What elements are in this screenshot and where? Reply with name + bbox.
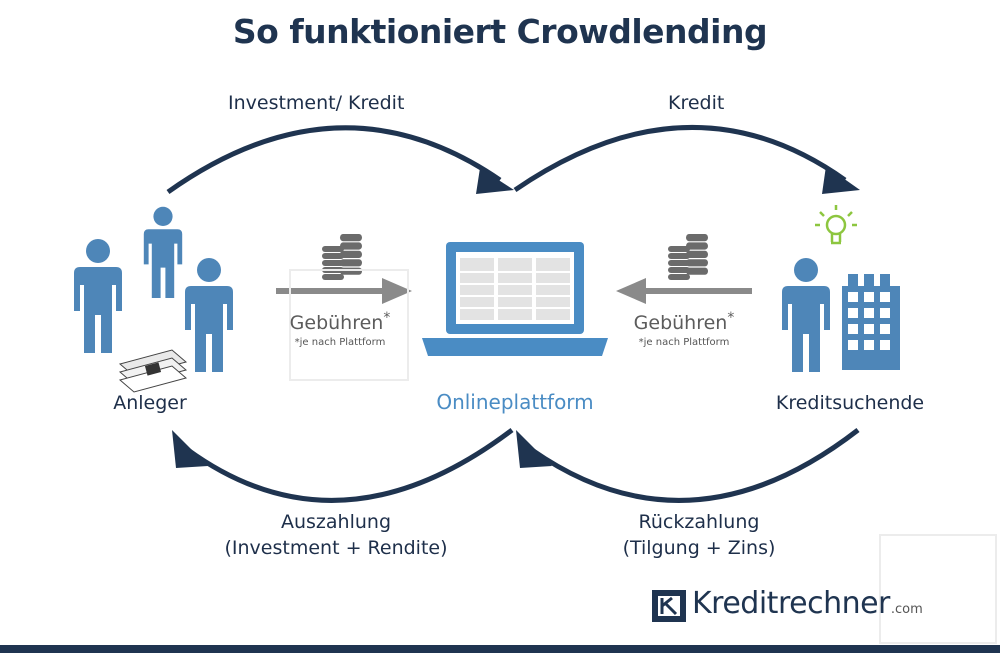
coin-stack-icon (668, 234, 708, 280)
watermark (289, 269, 997, 644)
money-stack-icon (118, 349, 188, 393)
fee-arrow-left (276, 278, 412, 304)
kreditrechner-logo-icon (652, 590, 686, 622)
label-repayment-detail: (Tilgung + Zins) (622, 537, 776, 559)
fee-label-left-text: Gebühren (289, 312, 384, 334)
lightbulb-icon (815, 205, 857, 245)
arrow-credit (513, 125, 860, 194)
fee-note-right: *je nach Plattform (638, 337, 730, 348)
node-borrowers: Kreditsuchende (775, 392, 925, 414)
label-payout: Auszahlung (280, 511, 392, 533)
arrow-repayment (516, 428, 860, 503)
arrow-investment (166, 125, 514, 195)
fee-label-right-mark: * (727, 310, 735, 326)
coin-stack-icon (322, 234, 362, 280)
brand-wordmark: Kreditrechner.com (692, 585, 923, 621)
laptop-icon (422, 242, 608, 356)
node-platform: Onlineplattform (436, 390, 594, 414)
investor-person-icon (74, 206, 233, 372)
brand-tld: .com (890, 601, 923, 617)
fee-label-left: Gebühren* (270, 310, 410, 334)
label-repayment: Rückzahlung (638, 511, 760, 533)
fee-note-left: *je nach Plattform (294, 337, 386, 348)
building-icon (842, 274, 900, 370)
brand-name: Kreditrechner (692, 585, 890, 621)
label-credit: Kredit (668, 92, 725, 114)
page-title: So funktioniert Crowdlending (232, 12, 768, 51)
node-investors: Anleger (113, 392, 187, 414)
fee-arrow-right (616, 278, 752, 304)
bottom-bar (0, 645, 1000, 653)
borrower-person-icon (782, 258, 830, 372)
fee-label-left-mark: * (383, 310, 391, 326)
fee-label-right: Gebühren* (614, 310, 754, 334)
label-payout-detail: (Investment + Rendite) (224, 537, 448, 559)
label-investment: Investment/ Kredit (228, 92, 405, 114)
arrow-payout (172, 428, 514, 503)
fee-label-right-text: Gebühren (633, 312, 728, 334)
